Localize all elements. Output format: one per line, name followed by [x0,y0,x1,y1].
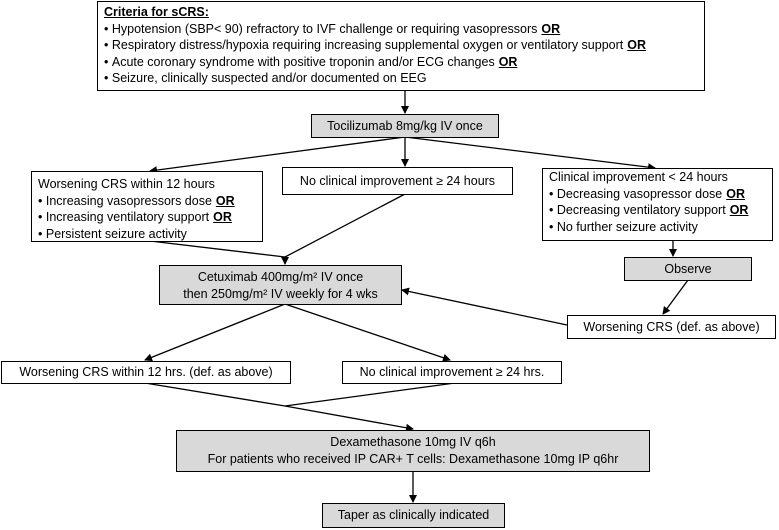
worsening-12hrs-label: Worsening CRS within 12 hrs. (def. as ab… [19,365,273,379]
tocilizumab-label: Tocilizumab 8mg/kg IV once [327,119,483,133]
arrow-tocilizumab-to-improvement [404,136,656,172]
observe-label: Observe [664,262,712,276]
improvement-title: Clinical improvement < 24 hours [549,170,728,184]
cetuximab-line2: then 250mg/m² IV weekly for 4 wks [183,286,378,301]
criteria-list: Hypotension (SBP< 90) refractory to IVF … [104,21,698,87]
or-label: OR [213,210,232,224]
line-no-improvement-down [284,193,406,258]
cetuximab-box: Cetuximab 400mg/m² IV once then 250mg/m²… [159,265,402,305]
criteria-item: Hypotension (SBP< 90) refractory to IVF … [104,21,698,38]
criteria-box: Criteria for sCRS: Hypotension (SBP< 90)… [97,1,705,91]
arrow-cetuximab-to-no-improvement-24hrs [284,303,451,362]
cetuximab-line1: Cetuximab 400mg/m² IV once [197,270,364,284]
dexamethasone-line1: Dexamethasone 10mg IV q6h [330,435,496,449]
worsening-box: Worsening CRS within 12 hours Increasing… [31,171,263,242]
worsening-item: Persistent seizure activity [38,226,256,243]
criteria-title: Criteria for sCRS: [104,5,209,19]
worsening-12hrs-box: Worsening CRS within 12 hrs. (def. as ab… [1,361,291,384]
arrow-cetuximab-to-worsening-12hrs [144,303,286,362]
taper-label: Taper as clinically indicated [337,508,490,522]
improvement-box: Clinical improvement < 24 hours Decreasi… [542,168,773,241]
arrow-worsening-def-to-cetuximab [401,287,568,326]
or-label: OR [729,203,749,217]
no-improvement-24hrs-box: No clinical improvement ≥ 24 hrs. [342,361,562,384]
no-improvement-box: No clinical improvement ≥ 24 hours [282,167,513,195]
taper-box: Taper as clinically indicated [322,503,505,528]
observe-box: Observe [624,257,752,281]
tocilizumab-box: Tocilizumab 8mg/kg IV once [311,114,499,138]
line-worsening-12hrs-merge [144,382,286,407]
worsening-title: Worsening CRS within 12 hours [38,177,215,191]
arrow-observe-to-worsening-def [662,279,689,315]
arrow-tocilizumab-to-worsening [149,136,406,175]
or-label: OR [627,38,646,52]
worsening-def-label: Worsening CRS (def. as above) [583,320,760,334]
or-label: OR [498,54,518,69]
dexamethasone-line2: For patients who received IP CAR+ T cell… [207,451,619,466]
criteria-item: Acute coronary syndrome with positive tr… [104,54,698,71]
line-worsening-merge [149,240,286,258]
no-improvement-24hrs-label: No clinical improvement ≥ 24 hrs. [359,365,545,379]
worsening-def-box: Worsening CRS (def. as above) [567,315,776,339]
dexamethasone-box: Dexamethasone 10mg IV q6h For patients w… [176,430,650,472]
or-label: OR [541,21,561,36]
improvement-item: No further seizure activity [549,219,766,236]
no-improvement-label: No clinical improvement ≥ 24 hours [299,174,496,188]
criteria-item: Respiratory distress/hypoxia requiring i… [104,37,698,54]
line-no-improvement-24hrs-merge [284,382,456,407]
or-label: OR [215,193,235,208]
criteria-item: Seizure, clinically suspected and/or doc… [104,70,698,87]
arrow-merge-to-dexamethasone [284,405,414,432]
or-label: OR [726,186,745,201]
